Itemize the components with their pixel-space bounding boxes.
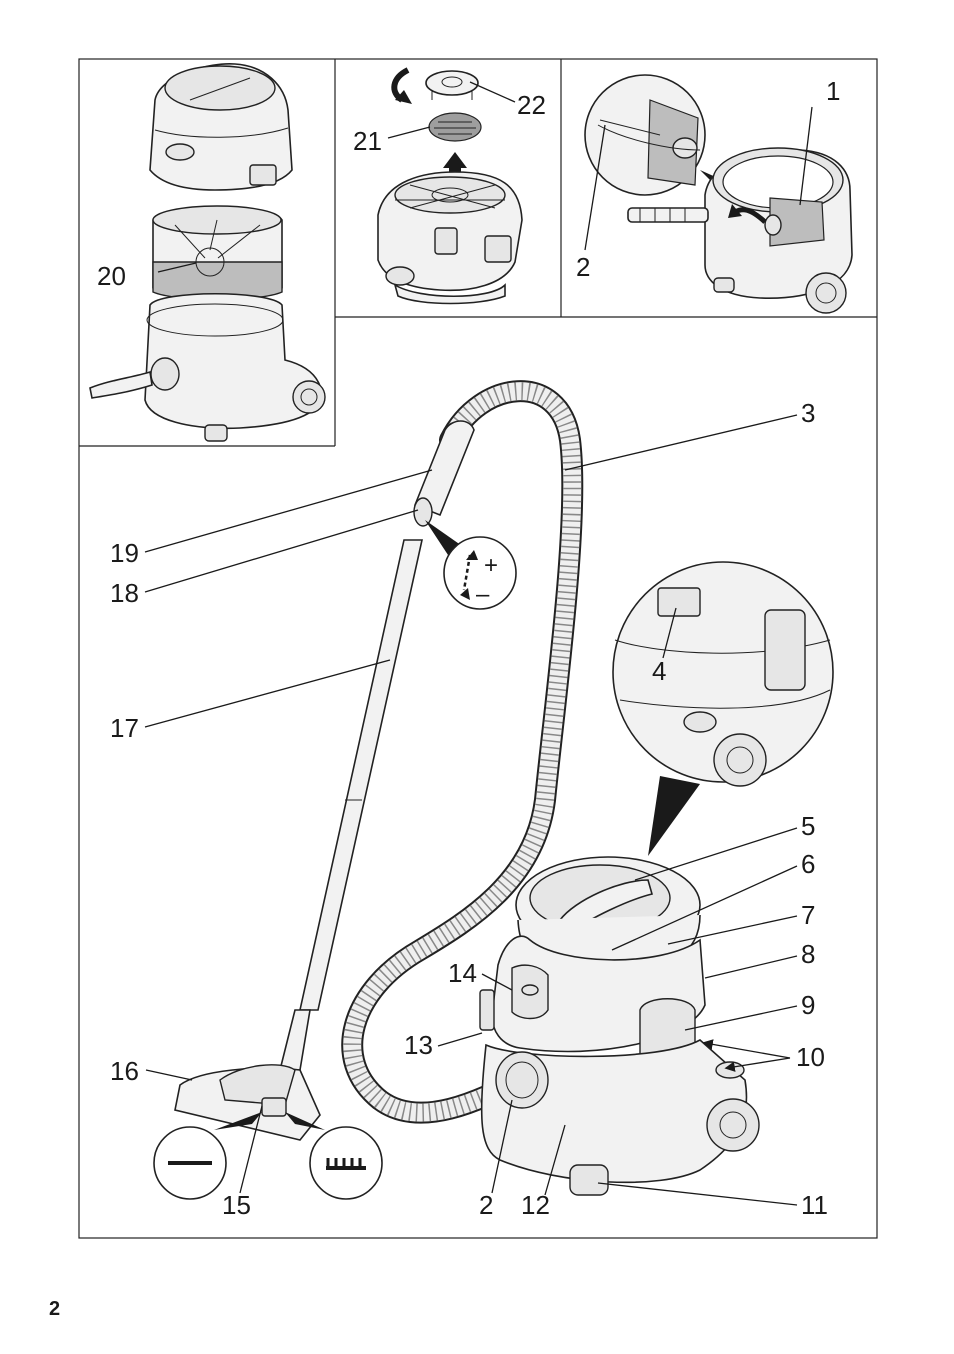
callout-19: 19 (110, 538, 139, 568)
callout-2-top: 2 (576, 252, 590, 282)
suction-plus-symbol: + (484, 552, 498, 579)
callout-13: 13 (404, 1030, 433, 1060)
callout-2-bottom: 2 (479, 1190, 493, 1220)
main-vacuum-illustration: + – (153, 380, 584, 1200)
callout-16: 16 (110, 1056, 139, 1086)
callout-14: 14 (448, 958, 477, 988)
callout-15: 15 (222, 1190, 251, 1220)
callout-7: 7 (801, 900, 815, 930)
callout-4: 4 (652, 656, 666, 686)
callout-20: 20 (97, 261, 126, 291)
panel-filter-bag (584, 74, 853, 314)
callout-12: 12 (521, 1190, 550, 1220)
callout-21: 21 (353, 126, 382, 156)
callout-17: 17 (110, 713, 139, 743)
callout-11: 11 (801, 1190, 828, 1220)
leader-lines (144, 81, 813, 1206)
page-number: 2 (49, 1298, 61, 1320)
panel-filter-basket (89, 63, 326, 442)
callout-3: 3 (801, 398, 815, 428)
callout-5: 5 (801, 811, 815, 841)
callout-10: 10 (796, 1042, 825, 1072)
callout-8: 8 (801, 939, 815, 969)
callout-22: 22 (517, 90, 546, 120)
callout-labels: 20 21 22 1 2 3 19 18 17 4 5 6 7 8 9 10 1… (97, 76, 840, 1220)
callout-9: 9 (801, 990, 815, 1020)
diagram-frames (78, 58, 878, 1239)
suction-minus-symbol: – (476, 581, 490, 608)
callout-6: 6 (801, 849, 815, 879)
callout-1: 1 (826, 76, 840, 106)
vacuum-body (479, 561, 834, 1196)
callout-18: 18 (110, 578, 139, 608)
panel-motor-filter (377, 67, 523, 305)
